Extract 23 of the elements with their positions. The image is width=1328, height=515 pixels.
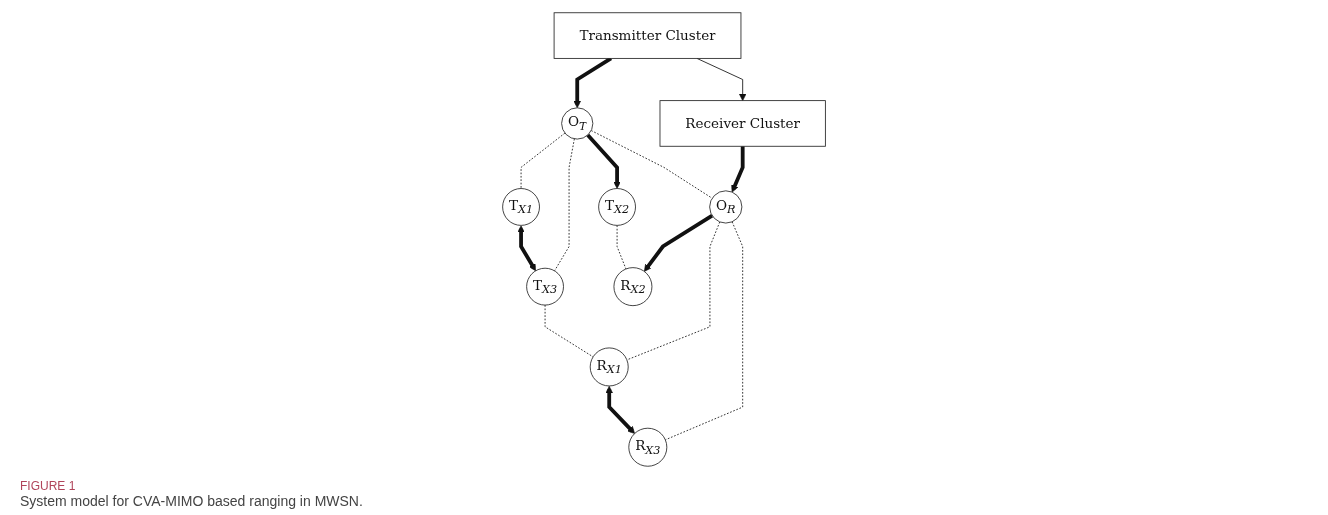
node-circle: R$_{X2}$ <box>613 267 653 307</box>
node-circle: R$_{X1}$ <box>589 347 629 387</box>
connector <box>590 130 713 199</box>
node-circle: T$_{X3}$ <box>526 267 564 306</box>
node-circle: R$_{X3}$ <box>628 427 668 467</box>
node-circle: O$_{T}$ <box>561 107 594 140</box>
node-box: Transmitter Cluster <box>553 12 742 59</box>
node-box: Receiver Cluster <box>659 100 826 147</box>
node-circle: O$_{R}$ <box>709 190 743 224</box>
connector <box>520 132 566 189</box>
caption: System model for CVA-MIMO based ranging in MWSN. <box>20 493 364 509</box>
connector <box>664 221 744 441</box>
arrow <box>731 146 745 193</box>
arrow <box>517 225 536 272</box>
node-circle: T$_{X1}$ <box>502 188 540 226</box>
node-circle: T$_{X2}$ <box>598 188 636 226</box>
figure-label: FIGURE 1 <box>20 479 77 493</box>
arrow <box>643 213 714 272</box>
connector <box>544 304 594 358</box>
arrow <box>586 133 621 189</box>
arrow <box>605 385 635 434</box>
connector <box>554 138 575 272</box>
connector <box>626 221 721 361</box>
